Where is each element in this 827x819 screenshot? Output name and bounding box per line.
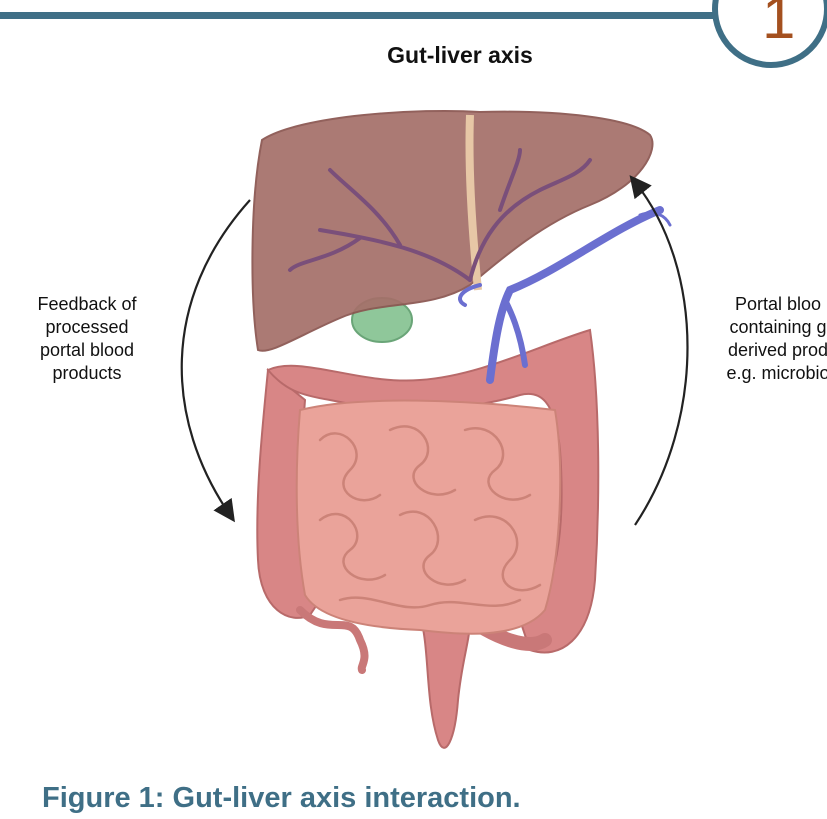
feedback-label-line: products [18,362,156,385]
portal-label-line: containing g [703,316,827,339]
liver [252,111,652,351]
feedback-label-line: Feedback of [18,293,156,316]
feedback-arrow [182,200,250,515]
portal-label-line: e.g. microbio [703,362,827,385]
portal-label-line: Portal bloo [703,293,827,316]
portal-flow-arrow [635,182,688,525]
feedback-label-line: processed [18,316,156,339]
figure-caption: Figure 1: Gut-liver axis interaction. [42,782,521,815]
feedback-label: Feedback of processed portal blood produ… [18,293,156,385]
portal-label-line: derived prod [703,339,827,362]
small-intestine [297,401,560,634]
feedback-label-line: portal blood [18,339,156,362]
portal-blood-label: Portal bloo containing g derived prod e.… [703,293,827,385]
